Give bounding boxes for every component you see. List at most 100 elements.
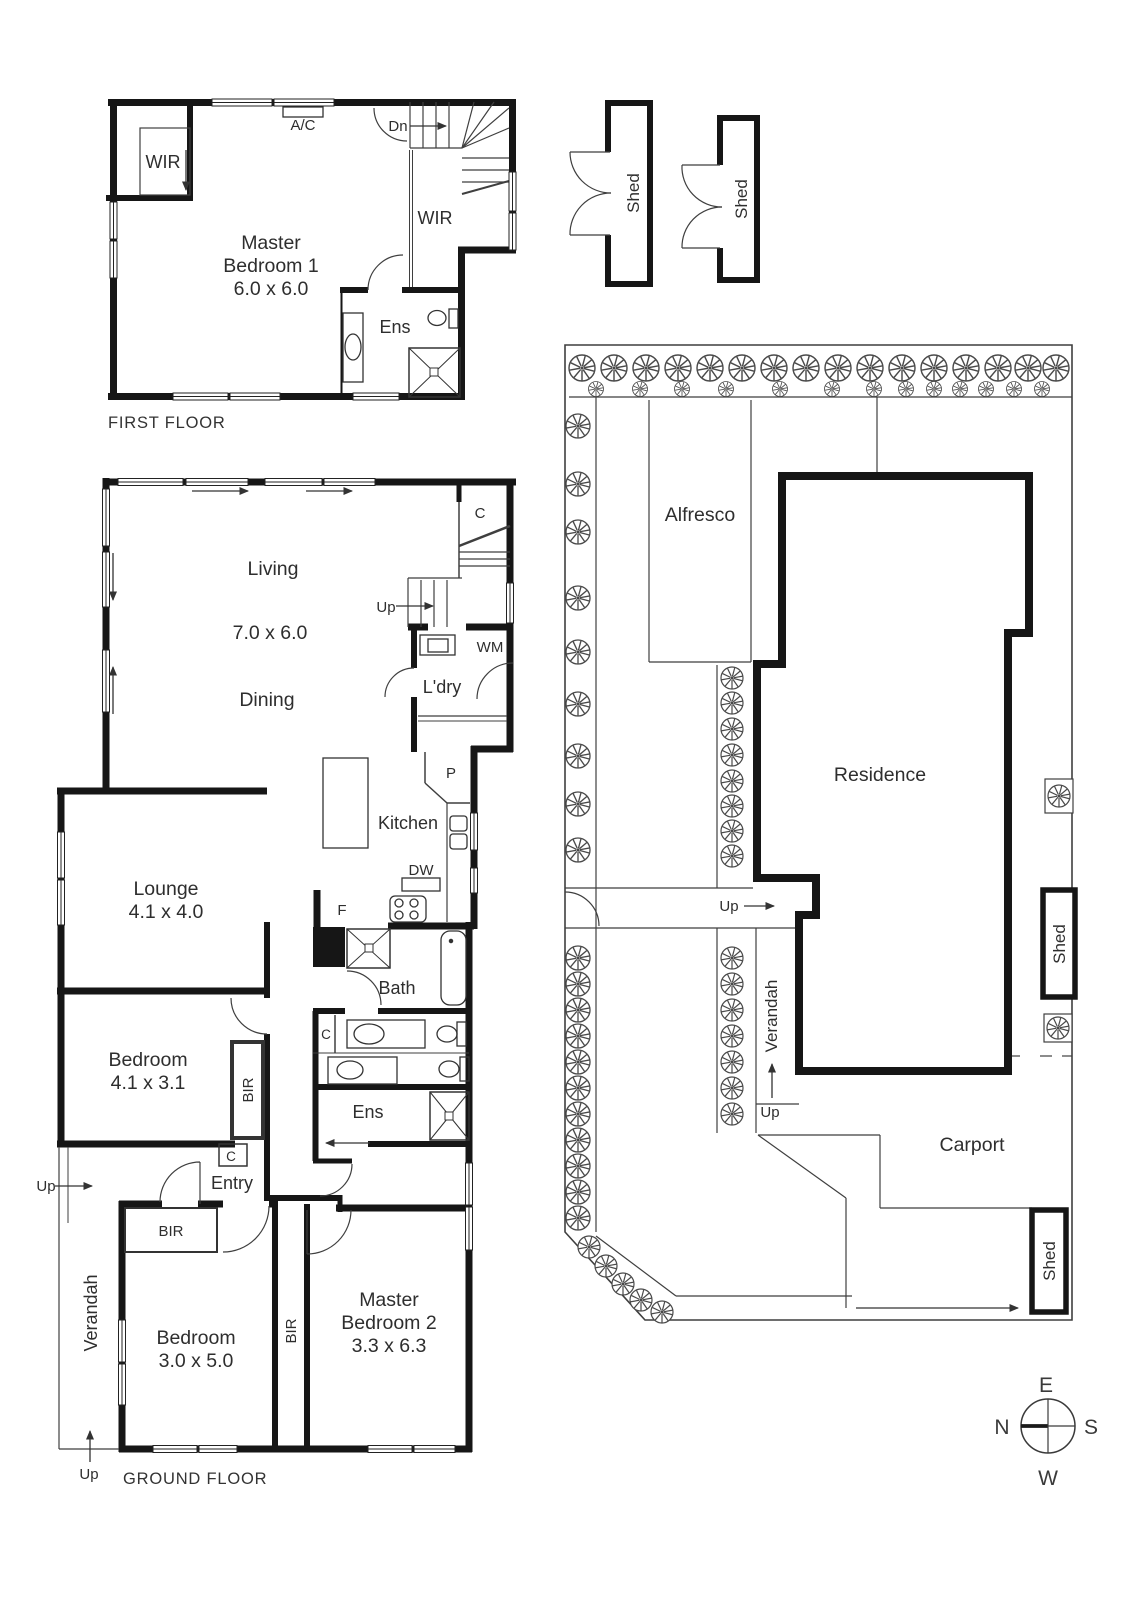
closet-small-box: [218, 1143, 248, 1167]
chimney: [313, 927, 345, 967]
bath-label: Bath: [378, 978, 415, 998]
shed2-walls: [717, 115, 760, 283]
direction-arrows: [55, 122, 1019, 1462]
shower-drain: [429, 367, 439, 377]
outbuilding-sheds: Shed Shed: [569, 100, 760, 287]
shower-tray: [408, 347, 461, 398]
living-label: Living: [248, 558, 299, 580]
kitchen-label: Kitchen: [378, 813, 438, 833]
compass-south: S: [1084, 1416, 1098, 1439]
compass-east: E: [1039, 1374, 1053, 1397]
toilet-bowl: [427, 309, 447, 327]
residence-label: Residence: [834, 764, 926, 786]
alfresco-label: Alfresco: [665, 504, 736, 526]
ac-label: A/C: [290, 117, 315, 134]
ens-toilet: [438, 1060, 460, 1078]
bir-strip-label: BIR: [283, 1318, 300, 1343]
kitchen-island: [322, 757, 369, 849]
compass-rose: E S W N: [994, 1374, 1098, 1490]
site-shed-upper-label: Shed: [1050, 924, 1069, 964]
dw-label: DW: [409, 862, 435, 879]
bath-vanity: [346, 1019, 426, 1049]
up-bottom-label: Up: [79, 1466, 98, 1483]
bedroom-bottom-dims: 3.0 x 5.0: [159, 1350, 234, 1372]
lounge-label: Lounge: [133, 878, 198, 900]
compass-west: W: [1038, 1467, 1058, 1490]
dishwasher: [401, 877, 441, 892]
ens-vanity: [327, 1056, 398, 1085]
up-stairs-label: Up: [376, 599, 395, 616]
ground-floor-fixtures: [124, 634, 470, 1253]
ground-floor-details: [58, 502, 511, 1450]
wir-right-label: WIR: [418, 208, 453, 228]
sink-bowl-1: [449, 815, 468, 832]
shed-doors: [569, 151, 723, 249]
ensuite-vanity: [342, 312, 364, 383]
first-floor-fixtures: [282, 106, 461, 398]
bedroom-bottom-label: Bedroom: [156, 1327, 235, 1349]
site-garden-lines: [565, 396, 1072, 1308]
shed1-walls: [605, 100, 653, 287]
first-floor-caption: FIRST FLOOR: [108, 414, 226, 432]
ground-floor-caption: GROUND FLOOR: [123, 1470, 267, 1488]
compass-north: N: [994, 1416, 1009, 1439]
ac-unit: [282, 106, 324, 118]
first-floor-details: [139, 101, 510, 287]
bedroom-mid-label: Bedroom: [108, 1049, 187, 1071]
shed2-label: Shed: [732, 179, 751, 219]
bir-tall-robe: [230, 1040, 265, 1140]
bath-shower-tray: [346, 928, 391, 969]
entry-label: Entry: [211, 1173, 253, 1193]
dn-label: Dn: [388, 118, 407, 135]
master1-label2: Bedroom 1: [223, 255, 318, 277]
master1-label: Master: [241, 232, 301, 254]
site-plan: Alfresco Residence Up Verandah Up Carpor…: [564, 344, 1078, 1324]
up-left-label: Up: [36, 1178, 55, 1195]
bir-mid-label: BIR: [240, 1077, 257, 1102]
toilet-cistern: [448, 308, 459, 329]
first-floor-walls: [106, 99, 516, 400]
master2-dims: 3.3 x 6.3: [352, 1335, 427, 1357]
site-verandah-label: Verandah: [762, 980, 781, 1053]
ens-label: Ens: [352, 1102, 383, 1122]
bedroom-mid-dims: 4.1 x 3.1: [111, 1072, 186, 1094]
living-dims: 7.0 x 6.0: [233, 622, 308, 644]
site-shed-lower-label: Shed: [1040, 1241, 1059, 1281]
site-shed-lower-box: [1029, 1207, 1069, 1315]
ens-shower-tray: [429, 1091, 470, 1141]
site-gate-arc: [564, 891, 600, 927]
site-up-verandah-label: Up: [760, 1104, 779, 1121]
ldry-label: L'dry: [423, 677, 461, 697]
first-floor-doors: [367, 107, 408, 291]
cooktop: [389, 895, 427, 923]
ensuite-label: Ens: [379, 317, 410, 337]
first-floor-plan: WIR A/C Dn WIR Master Bedroom 1 6.0 x 6.…: [106, 99, 516, 432]
wir-left-label: WIR: [146, 152, 181, 172]
ground-floor-doors: [159, 662, 514, 1255]
master2-label: Master: [359, 1289, 419, 1311]
ground-floor-plan: Living 7.0 x 6.0 Dining Up C WM L'dry P …: [36, 98, 517, 1488]
verandah-label: Verandah: [81, 1274, 101, 1351]
bath-toilet: [436, 1025, 458, 1043]
master2-label2: Bedroom 2: [341, 1312, 436, 1334]
bathtub: [440, 930, 467, 1006]
bir-entry-box: [124, 1207, 218, 1253]
site-shed-upper-box: [1040, 887, 1078, 1000]
bir-entry-label: BIR: [158, 1223, 183, 1240]
washing-machine: [419, 634, 456, 656]
pantry-label: P: [446, 765, 456, 782]
shed1-label: Shed: [624, 173, 643, 213]
site-up-walkway-label: Up: [719, 898, 738, 915]
lounge-dims: 4.1 x 4.0: [129, 901, 204, 923]
closet-small-label: C: [226, 1149, 236, 1164]
closet-top-label: C: [475, 505, 486, 522]
sink-bowl-2: [449, 833, 468, 850]
master1-dims: 6.0 x 6.0: [234, 278, 309, 300]
dining-label: Dining: [239, 689, 294, 711]
ground-floor-windows: [57, 98, 517, 1453]
carport-label: Carport: [939, 1134, 1005, 1156]
site-boundary: [564, 344, 1073, 1321]
wm-label: WM: [477, 639, 504, 656]
